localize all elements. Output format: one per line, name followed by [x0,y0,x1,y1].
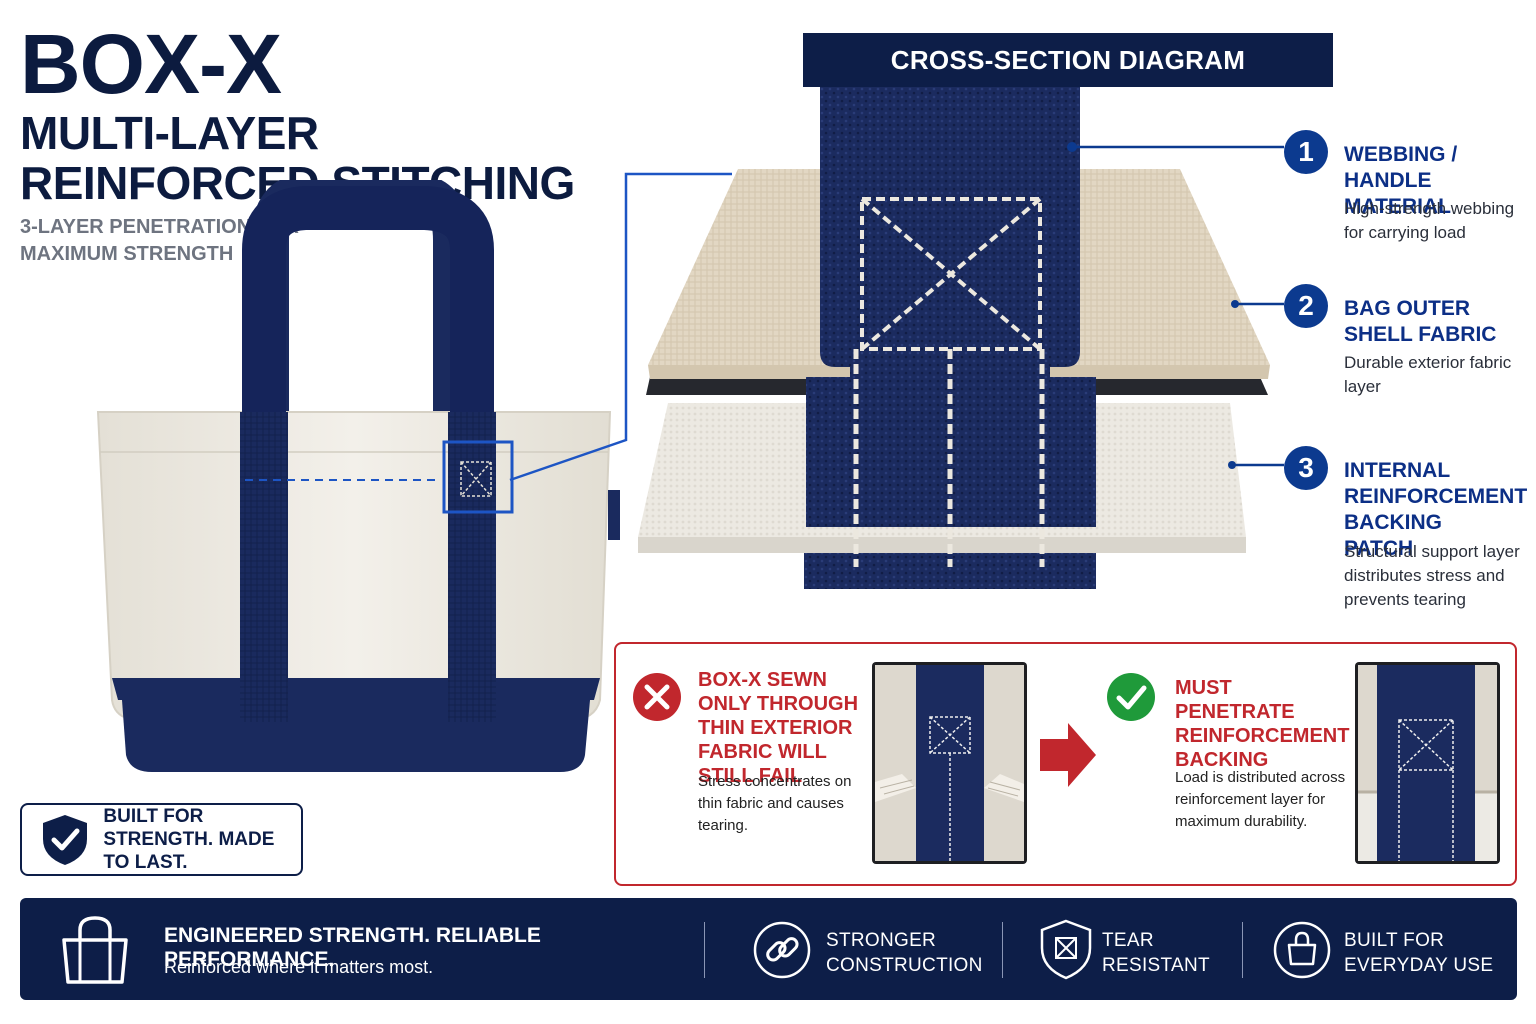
fail-x-icon [633,673,681,721]
success-stitch-photo [1355,662,1500,864]
fail-description: Stress concentrates on thin fabric and c… [698,773,852,834]
layer-3-description: Structural support layer distributes str… [1344,542,1520,609]
feature-tear-resistant: TEAR RESISTANT [1102,930,1210,976]
footer-headline: ENGINEERED STRENGTH. RELIABLE PERFORMANC… [164,924,541,971]
arrow-right-icon [1040,723,1096,787]
cross-section-heading: CROSS-SECTION DIAGRAM [803,33,1333,87]
shield-check-icon [43,814,87,865]
page-title: BOX-X [20,17,282,111]
layer-2-number: 2 [1284,284,1328,328]
layer-1-title: WEBBING / HANDLE MATERIAL [1344,143,1458,218]
fail-title: BOX-X SEWN ONLY THROUGH THIN EXTERIOR FA… [698,669,859,787]
bag-outline-icon [62,916,128,984]
layer-1-number: 1 [1284,130,1328,174]
footer-divider [1242,922,1243,978]
success-title: MUST PENETRATE REINFORCEMENT BACKING [1175,677,1350,771]
tote-bag-illustration [96,180,620,772]
footer-subline: Reinforced where it matters most. [164,957,434,977]
layer-2-title: BAG OUTER SHELL FABRIC [1344,297,1497,346]
layer-3-number: 3 [1284,446,1328,490]
layer-leader-lines [1067,142,1284,469]
tagline: 3-LAYER PENETRATION FOR MAXIMUM STRENGTH [20,216,299,265]
layer-2-description: Durable exterior fabric layer [1344,353,1512,396]
strength-badge: BUILT FOR STRENGTH. MADE TO LAST. [20,803,303,876]
footer-bar: ENGINEERED STRENGTH. RELIABLE PERFORMANC… [20,898,1517,1000]
footer-divider [1002,922,1003,978]
feature-everyday-use: BUILT FOR EVERYDAY USE [1344,930,1494,976]
success-check-icon [1107,673,1155,721]
cross-section-diagram [638,87,1270,589]
chain-link-icon [753,921,811,979]
badge-text: BUILT FOR STRENGTH. MADE TO LAST. [103,806,275,873]
callout-connector [509,172,732,482]
shield-x-icon [1040,919,1092,980]
layer-1-description: High-strength webbing for carrying load [1344,199,1515,242]
bag-icon [1273,921,1331,979]
comparison-panel [614,642,1517,886]
layer-3-title: INTERNAL REINFORCEMENT BACKING PATCH [1344,459,1528,560]
footer-divider [704,922,705,978]
fail-stitch-photo [872,662,1027,864]
feature-stronger-construction: STRONGER CONSTRUCTION [826,930,983,976]
success-description: Load is distributed across reinforcement… [1175,769,1346,830]
